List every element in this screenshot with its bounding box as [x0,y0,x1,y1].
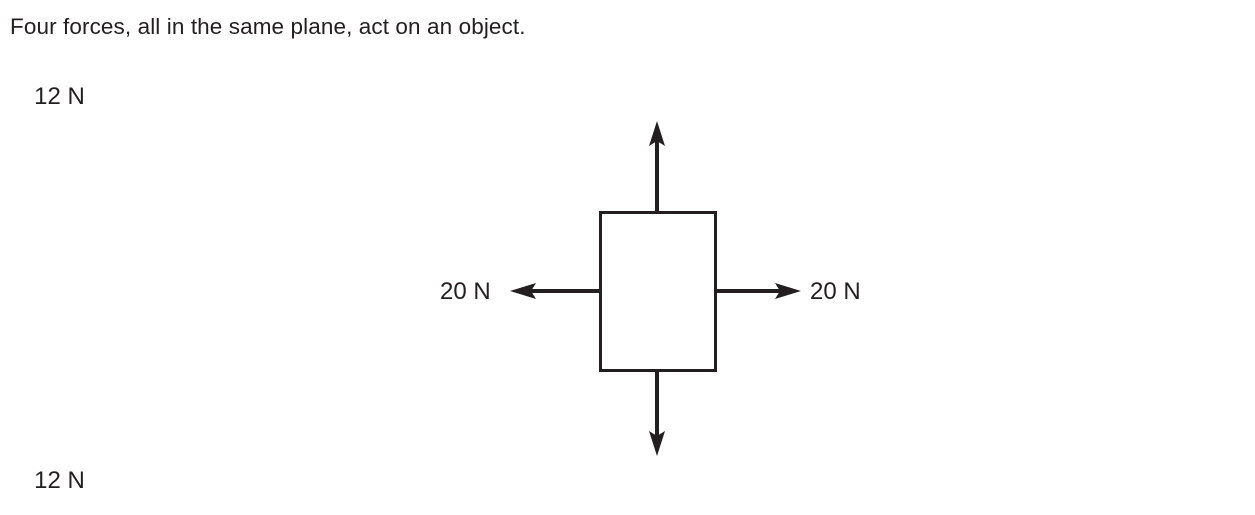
force-arrow-right [716,283,801,299]
force-label-right: 20 N [810,278,861,305]
force-label-left: 20 N [440,278,491,305]
force-arrow-up [649,121,665,211]
object-rectangle [599,211,717,372]
force-arrow-up-head [649,121,665,146]
force-arrow-down-head [649,431,665,456]
force-arrow-left-head [510,283,536,299]
question-prompt: Four forces, all in the same plane, act … [10,14,526,39]
force-arrow-right-head [775,283,801,299]
force-label-up: 12 N [34,83,85,110]
force-label-down: 12 N [34,467,85,494]
force-arrow-down [649,371,665,456]
force-arrow-left [510,283,599,299]
